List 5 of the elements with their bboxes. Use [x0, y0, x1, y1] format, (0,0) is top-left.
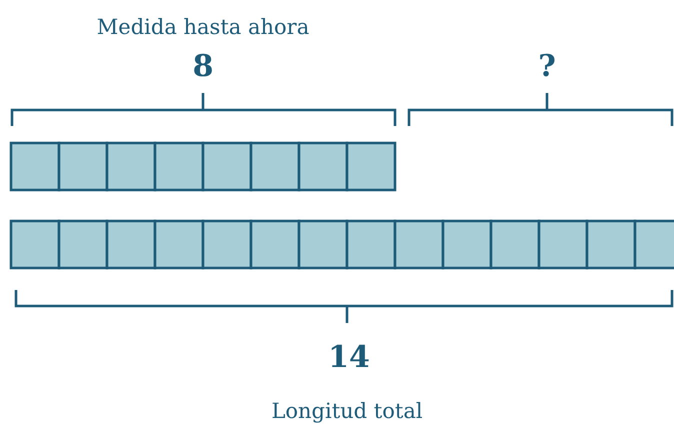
- unknown-mark: ?: [538, 52, 556, 82]
- caption-text: Medida hasta ahora: [96, 17, 310, 38]
- caption-text: Longitud total: [271, 401, 423, 422]
- quantity-number: 14: [328, 343, 370, 373]
- quantity-number: 8: [192, 52, 214, 82]
